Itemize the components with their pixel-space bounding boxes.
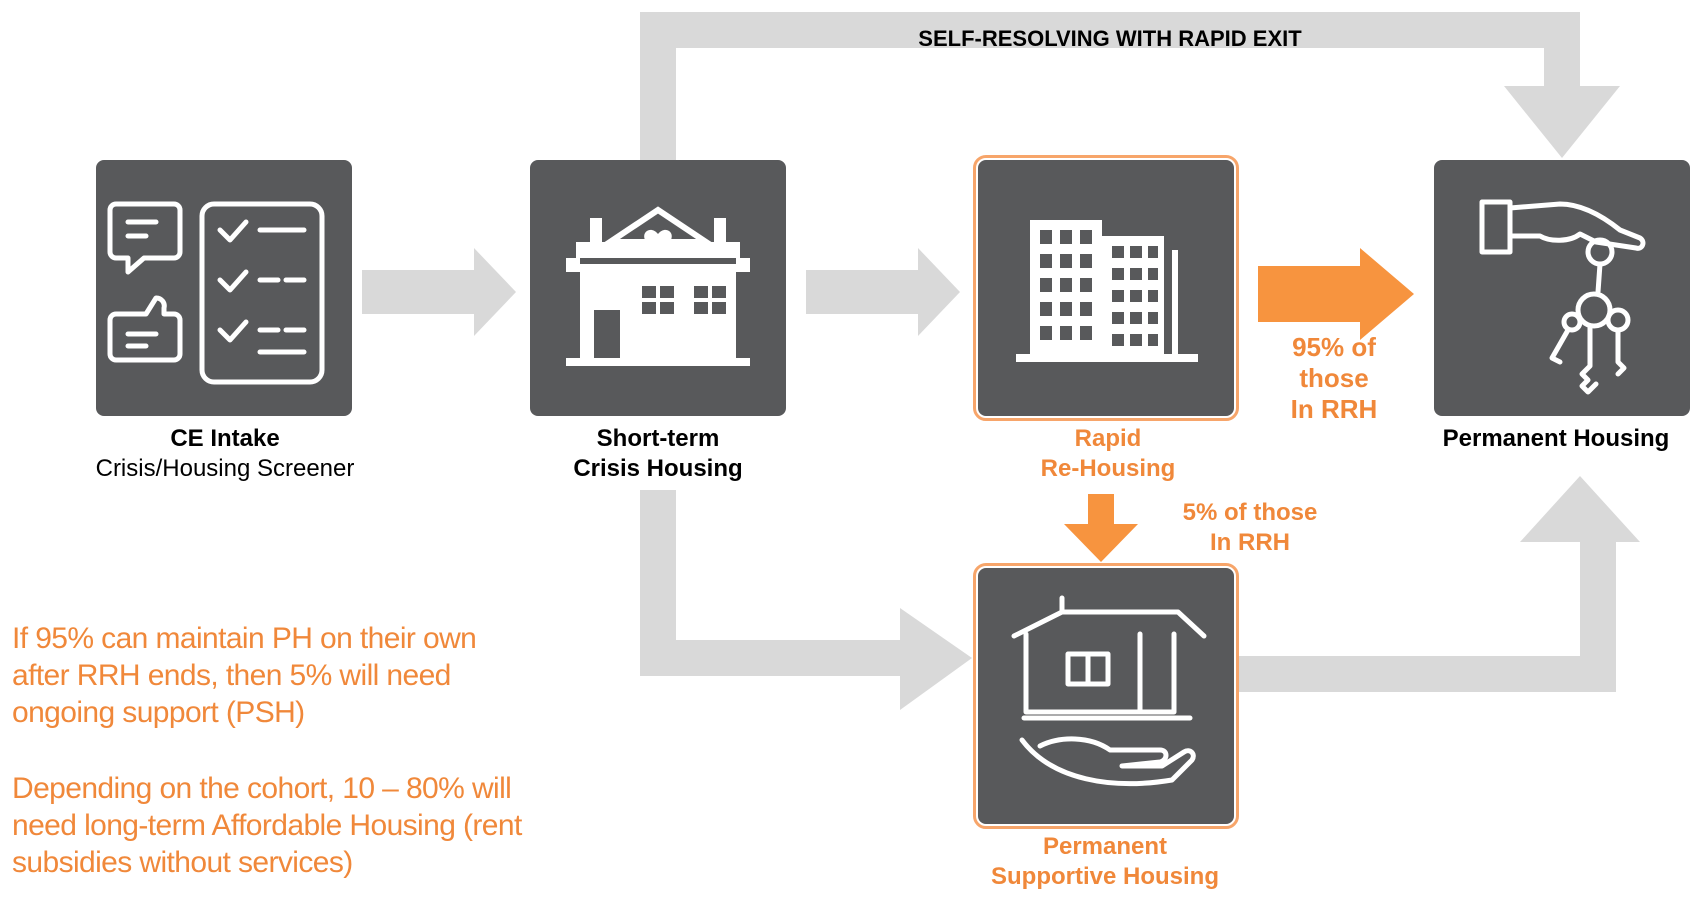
crisis-housing-line1: Short-term	[596, 425, 720, 452]
rapid-rehousing-line2: Re-Housing	[1040, 455, 1176, 482]
crisis-housing-line2: Crisis Housing	[573, 455, 743, 482]
psh-line2: Supportive Housing	[991, 863, 1219, 890]
arrow-psh-to-ph	[1236, 476, 1640, 692]
ce-intake-label: CE Intake Crisis/Housing Screener	[70, 424, 380, 484]
rrh-to-ph-line3: In RRH	[1290, 394, 1378, 424]
rrh-to-ph-percent-label: 95% of those In RRH	[1264, 332, 1404, 425]
note-affordable-housing: Depending on the cohort, 10 – 80% will n…	[12, 772, 522, 879]
apartment-building-icon	[1016, 220, 1198, 362]
arrow-crisis-to-rrh	[806, 248, 960, 336]
arrow-rrh-to-psh-5pct	[1064, 494, 1138, 562]
rrh-to-psh-line2: In RRH	[1210, 529, 1290, 556]
rrh-to-ph-line2: those	[1299, 363, 1369, 393]
rapid-rehousing-label: Rapid Re-Housing	[980, 424, 1236, 484]
self-resolving-arrow	[640, 12, 1620, 160]
rrh-to-ph-line1: 95% of	[1292, 332, 1376, 362]
ce-intake-subtitle: Crisis/Housing Screener	[95, 455, 355, 482]
hand-with-keys-icon	[1479, 199, 1646, 395]
psh-label: Permanent Supportive Housing	[950, 832, 1260, 892]
crisis-housing-label: Short-term Crisis Housing	[528, 424, 788, 484]
arrow-intake-to-crisis	[362, 248, 516, 336]
rapid-rehousing-line1: Rapid	[1074, 425, 1142, 452]
rrh-to-psh-line1: 5% of those	[1182, 499, 1318, 526]
rrh-to-psh-percent-label: 5% of those In RRH	[1150, 498, 1350, 558]
note-maintain-ph: If 95% can maintain PH on their own afte…	[12, 622, 477, 729]
shelter-house-icon	[566, 206, 750, 366]
permanent-housing-label: Permanent Housing	[1406, 424, 1704, 454]
ce-intake-box[interactable]	[96, 160, 352, 416]
rapid-rehousing-box[interactable]	[973, 155, 1239, 421]
house-in-hand-icon	[1011, 595, 1207, 787]
arrow-rrh-to-ph-95pct	[1258, 248, 1414, 340]
permanent-housing-box[interactable]	[1434, 160, 1690, 416]
ce-intake-title: CE Intake	[170, 425, 280, 452]
intake-checklist-icon	[107, 201, 325, 385]
arrow-crisis-to-psh	[640, 490, 972, 710]
psh-line1: Permanent	[1042, 833, 1168, 860]
self-resolving-label: SELF-RESOLVING WITH RAPID EXIT	[918, 26, 1302, 51]
permanent-housing-title: Permanent Housing	[1442, 425, 1670, 452]
crisis-housing-box[interactable]	[530, 160, 786, 416]
psh-box[interactable]	[973, 563, 1239, 829]
